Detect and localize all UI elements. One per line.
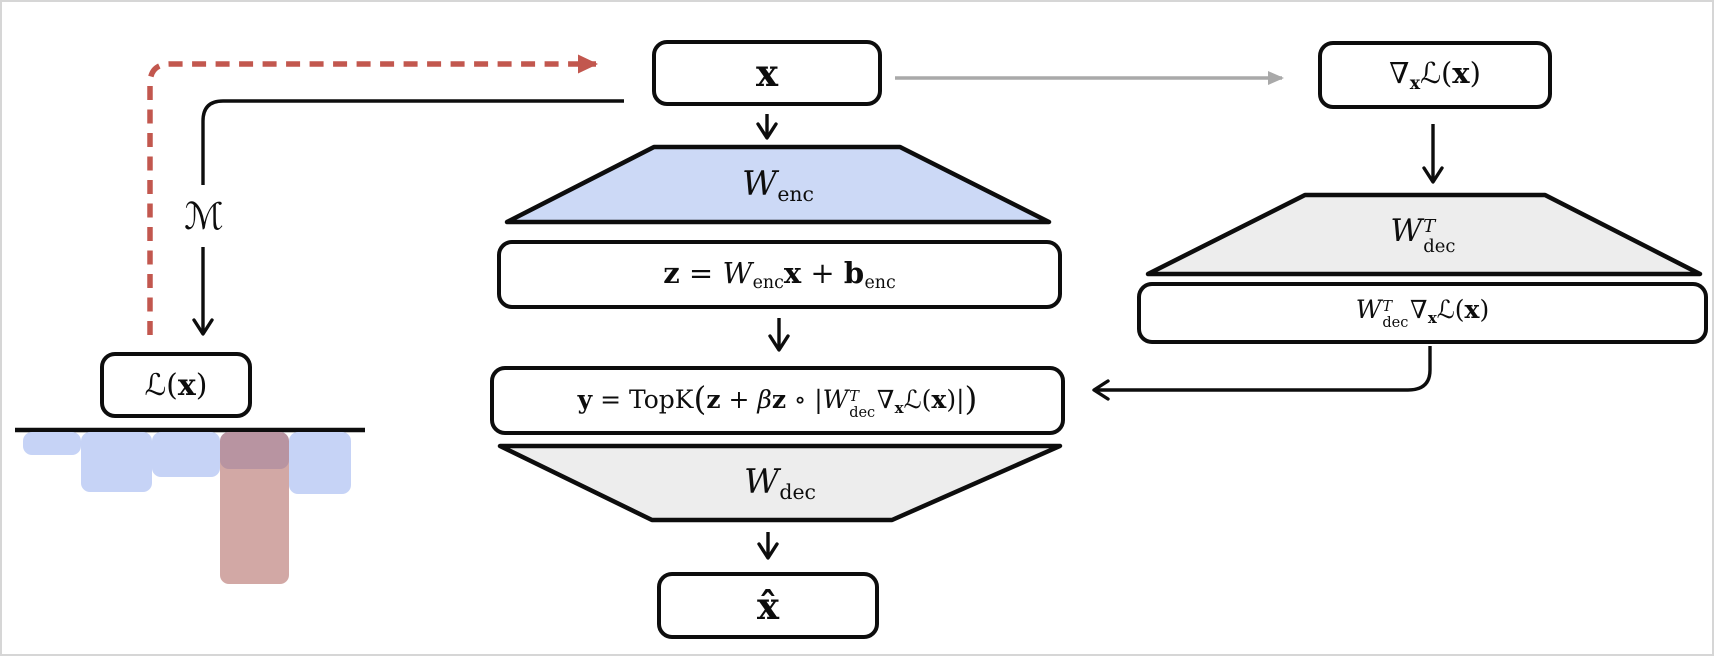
arrow-projection-to-topk <box>1092 346 1432 401</box>
red-dashed-feedback-arrow <box>147 54 598 335</box>
arrow-x-through-model-to-loss <box>192 99 624 336</box>
decoder-transpose-trapezoid <box>1145 192 1703 277</box>
gradient-box: ∇xℒ(x) <box>1318 41 1552 109</box>
loss-histogram <box>2 432 402 642</box>
loss-bar <box>152 432 220 477</box>
input-x-box: x <box>652 40 882 106</box>
reconstruction-box: x̂ <box>657 572 879 639</box>
preactivation-box: z = Wencx + benc <box>497 240 1062 309</box>
loss-bar <box>81 432 152 492</box>
loss-label: ℒ(x) <box>144 367 208 403</box>
gradient-label: ∇xℒ(x) <box>1389 56 1481 94</box>
loss-box: ℒ(x) <box>100 352 252 418</box>
loss-bar-highlighted <box>220 432 289 584</box>
encoder-trapezoid <box>504 144 1052 225</box>
decoder-trapezoid <box>497 443 1063 523</box>
input-x-label: x <box>755 51 779 95</box>
preactivation-formula: z = Wencx + benc <box>663 255 896 294</box>
reconstruction-label: x̂ <box>756 583 780 628</box>
loss-bar <box>23 432 81 455</box>
loss-bar <box>289 432 351 494</box>
